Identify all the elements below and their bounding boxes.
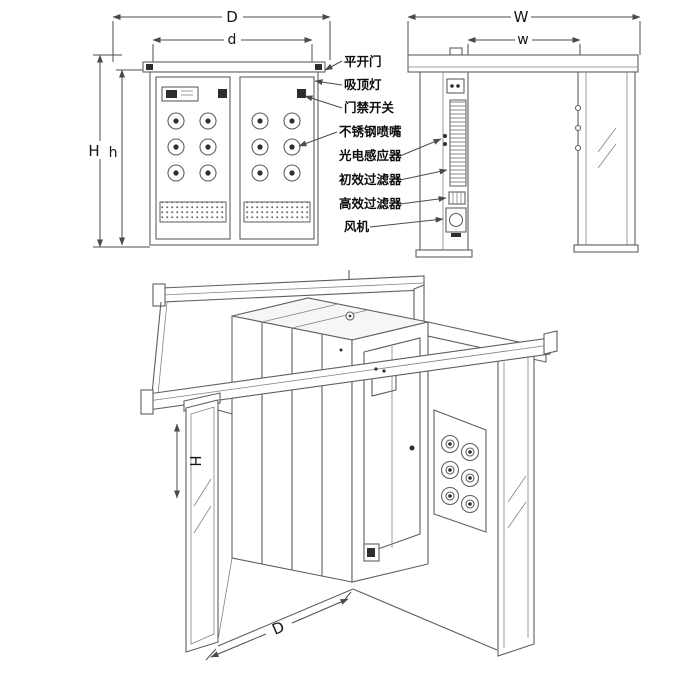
front-control-panel <box>161 86 306 102</box>
callout-label-stainless-nozzle: 不锈钢喷嘴 <box>339 124 402 139</box>
hinge-knob <box>574 144 582 152</box>
callout-swing-door: 平开门 <box>324 54 382 71</box>
iso-main-cabin <box>231 297 429 583</box>
ceiling-lamp-box <box>446 78 465 94</box>
dim-label-front-d: d <box>228 32 237 48</box>
iso-front-top-beam <box>140 330 558 415</box>
callout-stainless-nozzle: 不锈钢喷嘴 <box>298 124 402 147</box>
callout-ceiling-lamp: 吸顶灯 <box>314 77 382 92</box>
iso-dim-depth: D <box>205 591 352 661</box>
front-grille-right <box>243 201 311 223</box>
door-switch-left <box>218 89 227 98</box>
hinge-knob <box>574 104 582 112</box>
callout-fan: 风机 <box>344 216 444 234</box>
callout-door-access-switch: 门禁开关 <box>304 95 395 115</box>
side-top-beam <box>407 47 639 73</box>
iso-left-glass-door <box>183 392 233 653</box>
dim-label-front-h: h <box>109 145 118 161</box>
callout-photo-sensor: 光电感应器 <box>338 138 442 163</box>
hepa-filter-box <box>448 191 466 205</box>
dim-label-side-W: W <box>514 8 529 26</box>
fan-box <box>445 207 467 237</box>
callout-hepa-filter: 高效过滤器 <box>339 195 447 211</box>
callout-label-door-access-switch: 门禁开关 <box>344 100 395 115</box>
callout-label-primary-filter: 初效过滤器 <box>339 172 402 187</box>
dim-label-iso-D: D <box>269 618 287 639</box>
photo-sensor-dot <box>443 142 447 146</box>
callout-label-hepa-filter: 高效过滤器 <box>339 196 402 211</box>
iso-nozzle-wall <box>433 409 487 533</box>
hinge-knob <box>574 124 582 132</box>
callout-label-fan: 风机 <box>344 219 370 234</box>
iso-cabin-right-face <box>351 321 429 583</box>
side-inner-components <box>443 78 467 237</box>
front-dim-inner-width: d <box>152 31 313 63</box>
photo-sensor-dot <box>443 134 447 138</box>
front-grille-left <box>159 201 227 223</box>
callout-primary-filter: 初效过滤器 <box>339 168 448 187</box>
front-dim-outer-width: D <box>112 7 331 62</box>
iso-right-column <box>427 321 547 657</box>
dim-label-front-H: H <box>88 142 99 160</box>
iso-floor-frame <box>217 588 498 651</box>
callout-label-swing-door: 平开门 <box>344 54 382 69</box>
iso-dim-height: H <box>174 423 204 499</box>
dim-label-iso-H: H <box>186 455 204 466</box>
annotation-callouts: 平开门 吸顶灯 门禁开关 不锈钢喷嘴 光电感应器 初效过滤器 高效过滤器 风机 <box>298 54 448 234</box>
isometric-view: H D <box>140 270 558 661</box>
iso-door-handle <box>409 445 415 451</box>
dim-label-front-D: D <box>226 8 238 26</box>
front-dim-inner-height: h <box>106 69 152 246</box>
primary-filter-stack <box>449 99 467 187</box>
side-right-column <box>573 71 639 253</box>
side-view: W w <box>407 7 641 258</box>
front-dim-outer-height: H <box>86 54 150 248</box>
side-dim-outer-width: W <box>407 7 641 55</box>
door-switch-right <box>297 89 306 98</box>
iso-back-door <box>363 337 421 555</box>
dim-label-side-w: w <box>517 32 528 48</box>
front-unit-top-frame <box>142 61 326 73</box>
callout-label-photo-sensor: 光电感应器 <box>338 148 402 163</box>
front-view: D d H h <box>86 7 331 248</box>
callout-label-ceiling-lamp: 吸顶灯 <box>344 77 382 92</box>
